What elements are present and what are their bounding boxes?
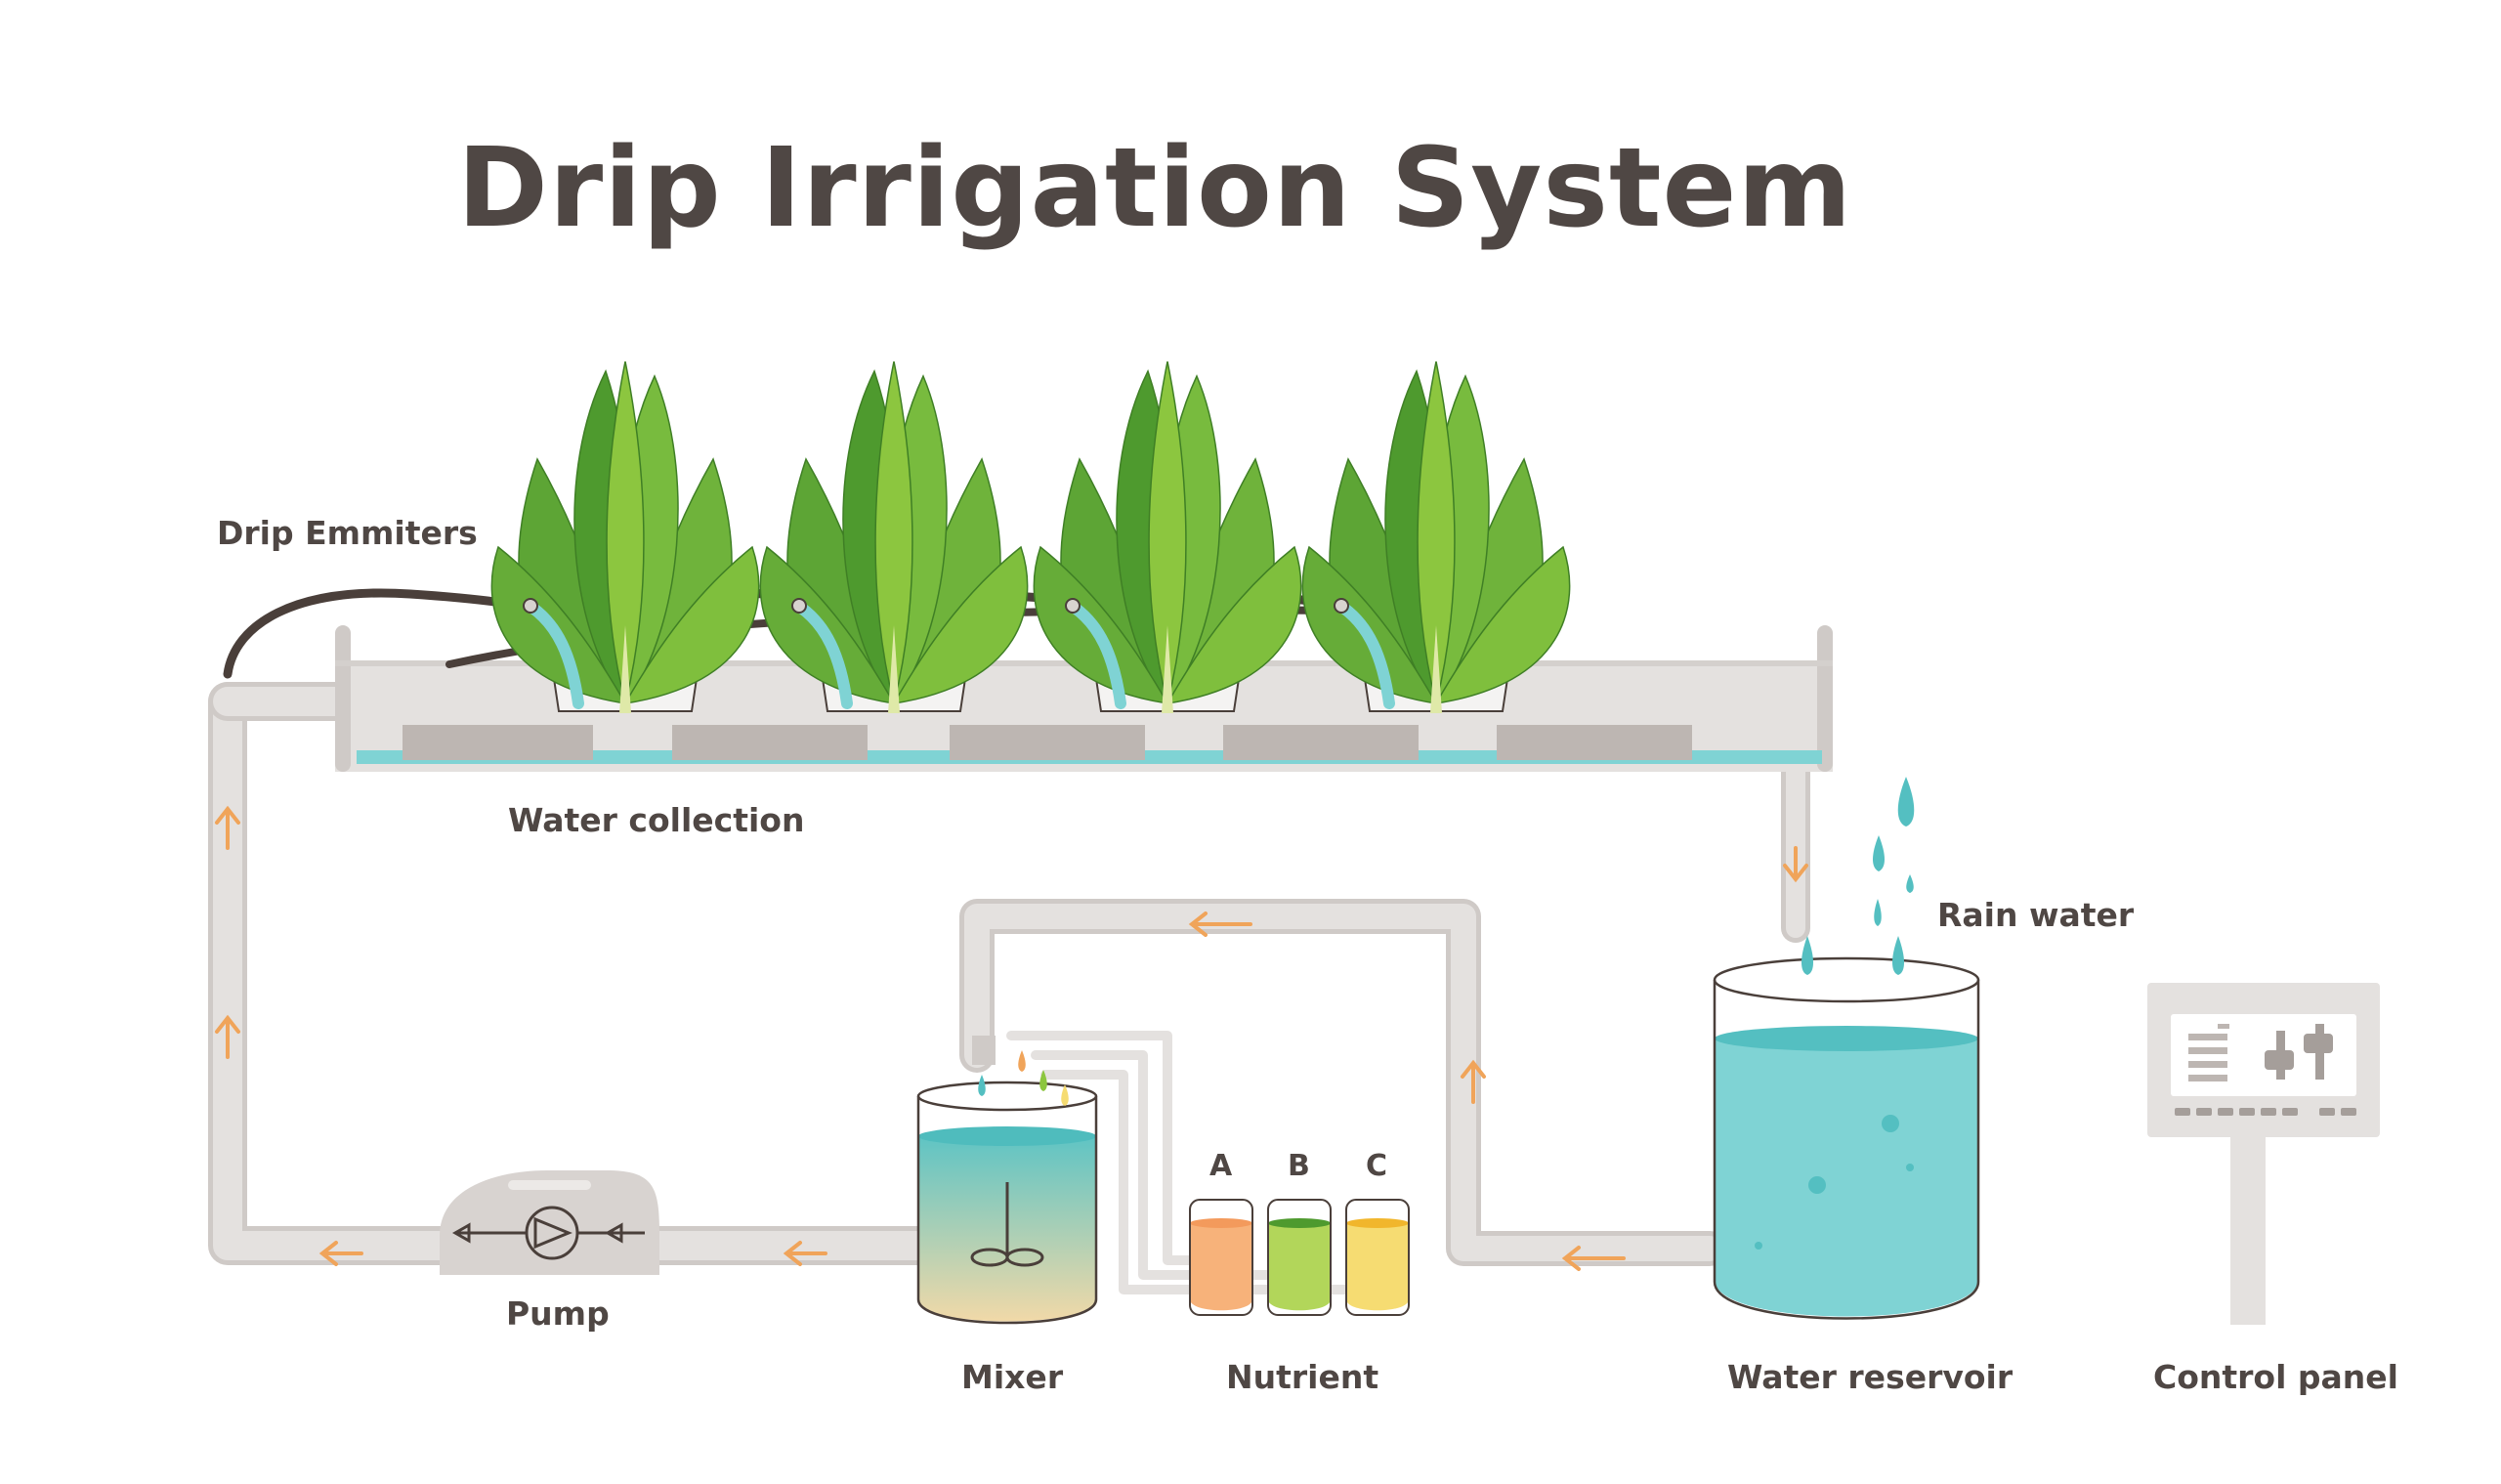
label-nutrient-c: C xyxy=(1366,1149,1388,1183)
rain-drops xyxy=(1802,777,1915,975)
stirrer-icon xyxy=(970,1182,1044,1267)
raindrop-icon xyxy=(1039,1070,1047,1091)
raindrop-icon xyxy=(1802,936,1813,975)
label-rain-water: Rain water xyxy=(1937,896,2135,934)
label-drip-emitters: Drip Emmiters xyxy=(217,514,478,552)
raindrop-icon xyxy=(1873,835,1885,871)
diagram-title: Drip Irrigation System xyxy=(457,125,1853,252)
raindrop-icon xyxy=(1892,936,1904,975)
water-reservoir-tank xyxy=(1713,956,1980,1320)
flow-arrow-icon xyxy=(215,1014,240,1059)
raindrop-icon xyxy=(1906,874,1914,893)
label-water-reservoir: Water reservoir xyxy=(1727,1358,2014,1396)
flow-arrows xyxy=(215,805,1808,1271)
flow-arrow-icon xyxy=(1561,1246,1626,1271)
nutrient-jars xyxy=(1189,1199,1410,1316)
control-panel-icon xyxy=(2147,983,2380,1325)
mixer-tank xyxy=(916,1036,1098,1325)
raindrop-icon xyxy=(978,1075,986,1096)
label-pump: Pump xyxy=(506,1294,610,1333)
raindrop-icon xyxy=(1061,1084,1069,1106)
nutrient-jar-a xyxy=(1189,1199,1253,1316)
label-nutrient-b: B xyxy=(1288,1149,1310,1183)
pipe-network xyxy=(208,682,1810,1294)
pump-icon xyxy=(440,1170,659,1275)
label-mixer: Mixer xyxy=(961,1358,1064,1396)
flow-arrow-icon xyxy=(1783,846,1808,883)
raindrop-icon xyxy=(1897,777,1915,827)
raindrop-icon xyxy=(1874,899,1882,926)
label-control-panel: Control panel xyxy=(2153,1358,2398,1396)
return-pipe xyxy=(208,682,938,1265)
nutrient-jar-b xyxy=(1267,1199,1332,1316)
plant-icon xyxy=(1033,360,1302,713)
plant-icon xyxy=(759,360,1029,713)
flow-arrow-icon xyxy=(1461,1059,1486,1104)
flow-arrow-icon xyxy=(215,805,240,850)
plant-icon xyxy=(1301,360,1571,713)
flow-arrow-icon xyxy=(783,1241,827,1266)
plant-row xyxy=(490,360,1571,713)
label-nutrient-a: A xyxy=(1209,1149,1233,1183)
nutrient-jar-c xyxy=(1345,1199,1410,1316)
flow-arrow-icon xyxy=(318,1241,363,1266)
plant-icon xyxy=(490,360,760,713)
label-water-collection: Water collection xyxy=(508,801,805,839)
flow-arrow-icon xyxy=(1188,912,1252,937)
raindrop-icon xyxy=(1018,1050,1026,1072)
label-nutrient: Nutrient xyxy=(1226,1358,1379,1396)
